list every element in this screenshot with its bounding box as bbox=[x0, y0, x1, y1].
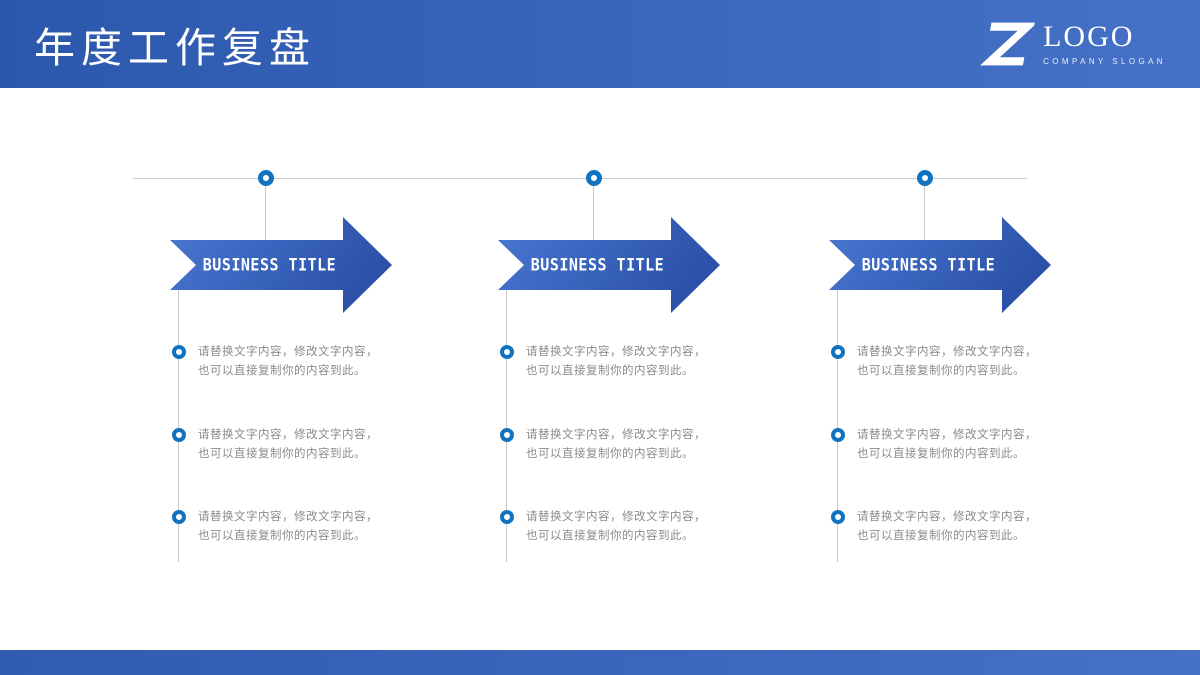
list-item: 请替换文字内容，修改文字内容， 也可以直接复制你的内容到此。 bbox=[198, 508, 478, 546]
bullet-icon bbox=[831, 510, 845, 524]
item-line1: 请替换文字内容，修改文字内容， bbox=[526, 346, 706, 358]
item-line2: 也可以直接复制你的内容到此。 bbox=[198, 530, 366, 542]
item-line1: 请替换文字内容，修改文字内容， bbox=[198, 429, 378, 441]
item-line1: 请替换文字内容，修改文字内容， bbox=[198, 346, 378, 358]
section-title: BUSINESS TITLE bbox=[202, 254, 337, 276]
item-line2: 也可以直接复制你的内容到此。 bbox=[198, 448, 366, 460]
list-item: 请替换文字内容，修改文字内容， 也可以直接复制你的内容到此。 bbox=[857, 508, 1137, 546]
arrow-icon bbox=[829, 217, 1051, 313]
item-line2: 也可以直接复制你的内容到此。 bbox=[857, 530, 1025, 542]
items-line bbox=[506, 290, 507, 562]
item-line1: 请替换文字内容，修改文字内容， bbox=[857, 346, 1037, 358]
footer-bar bbox=[0, 650, 1200, 675]
page-title: 年度工作复盘 bbox=[34, 25, 316, 71]
item-line2: 也可以直接复制你的内容到此。 bbox=[526, 365, 694, 377]
bullet-icon bbox=[500, 345, 514, 359]
connector-line bbox=[265, 184, 266, 240]
list-item: 请替换文字内容，修改文字内容， 也可以直接复制你的内容到此。 bbox=[857, 426, 1137, 464]
list-item: 请替换文字内容，修改文字内容， 也可以直接复制你的内容到此。 bbox=[857, 343, 1137, 381]
bullet-icon bbox=[500, 428, 514, 442]
item-line1: 请替换文字内容，修改文字内容， bbox=[526, 511, 706, 523]
timeline-column-1: BUSINESS TITLE 请替换文字内容，修改文字内容， 也可以直接复制你的… bbox=[170, 0, 510, 675]
bullet-icon bbox=[500, 510, 514, 524]
list-item: 请替换文字内容，修改文字内容， 也可以直接复制你的内容到此。 bbox=[198, 343, 478, 381]
item-line1: 请替换文字内容，修改文字内容， bbox=[857, 429, 1037, 441]
logo-texts: LOGO COMPANY SLOGAN bbox=[1043, 20, 1166, 67]
timeline-column-3: BUSINESS TITLE 请替换文字内容，修改文字内容， 也可以直接复制你的… bbox=[829, 0, 1169, 675]
arrow-icon bbox=[170, 217, 392, 313]
item-line1: 请替换文字内容，修改文字内容， bbox=[526, 429, 706, 441]
header-bar: 年度工作复盘 LOGO COMPANY SLOGAN bbox=[0, 0, 1200, 88]
timeline-column-2: BUSINESS TITLE 请替换文字内容，修改文字内容， 也可以直接复制你的… bbox=[498, 0, 838, 675]
logo-slogan: COMPANY SLOGAN bbox=[1043, 57, 1166, 66]
item-line2: 也可以直接复制你的内容到此。 bbox=[526, 530, 694, 542]
item-line1: 请替换文字内容，修改文字内容， bbox=[857, 511, 1037, 523]
arrow-shape: BUSINESS TITLE bbox=[498, 217, 720, 313]
arrow-icon bbox=[498, 217, 720, 313]
connector-line bbox=[593, 184, 594, 240]
bullet-icon bbox=[172, 345, 186, 359]
bullet-icon bbox=[831, 428, 845, 442]
bullet-icon bbox=[172, 428, 186, 442]
item-line2: 也可以直接复制你的内容到此。 bbox=[198, 365, 366, 377]
connector-line bbox=[924, 184, 925, 240]
s-logo-icon bbox=[980, 22, 1036, 66]
items-line bbox=[178, 290, 179, 562]
items-line bbox=[837, 290, 838, 562]
timeline-line bbox=[133, 178, 1027, 179]
logo-name: LOGO bbox=[1043, 20, 1135, 53]
item-line2: 也可以直接复制你的内容到此。 bbox=[526, 448, 694, 460]
bullet-icon bbox=[831, 345, 845, 359]
list-item: 请替换文字内容，修改文字内容， 也可以直接复制你的内容到此。 bbox=[198, 426, 478, 464]
list-item: 请替换文字内容，修改文字内容， 也可以直接复制你的内容到此。 bbox=[526, 343, 806, 381]
item-line2: 也可以直接复制你的内容到此。 bbox=[857, 365, 1025, 377]
arrow-shape: BUSINESS TITLE bbox=[170, 217, 392, 313]
section-title: BUSINESS TITLE bbox=[530, 254, 665, 276]
timeline-node-icon bbox=[258, 170, 274, 186]
item-line2: 也可以直接复制你的内容到此。 bbox=[857, 448, 1025, 460]
arrow-shape: BUSINESS TITLE bbox=[829, 217, 1051, 313]
item-line1: 请替换文字内容，修改文字内容， bbox=[198, 511, 378, 523]
timeline-node-icon bbox=[917, 170, 933, 186]
logo: LOGO COMPANY SLOGAN bbox=[979, 21, 1166, 67]
list-item: 请替换文字内容，修改文字内容， 也可以直接复制你的内容到此。 bbox=[526, 426, 806, 464]
section-title: BUSINESS TITLE bbox=[861, 254, 996, 276]
bullet-icon bbox=[172, 510, 186, 524]
list-item: 请替换文字内容，修改文字内容， 也可以直接复制你的内容到此。 bbox=[526, 508, 806, 546]
timeline-node-icon bbox=[586, 170, 602, 186]
